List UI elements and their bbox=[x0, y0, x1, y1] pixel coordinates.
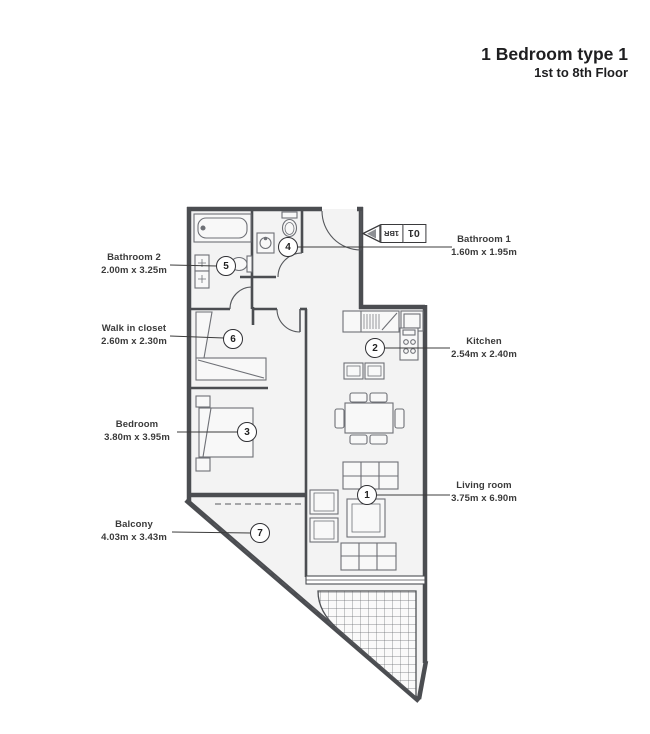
room-dimensions: 2.54m x 2.40m bbox=[451, 348, 517, 360]
kitchen-fixtures bbox=[342, 310, 424, 380]
marker-bedroom: 3 bbox=[237, 422, 257, 442]
label-kitchen: Kitchen 2.54m x 2.40m bbox=[438, 336, 530, 361]
label-living-room: Living room 3.75m x 6.90m bbox=[438, 480, 530, 505]
room-name: Kitchen bbox=[466, 336, 502, 347]
title-block: 1 Bedroom type 1 1st to 8th Floor bbox=[481, 44, 628, 81]
label-bathroom-1: Bathroom 1 1.60m x 1.95m bbox=[438, 234, 530, 259]
marker-bathroom-2: 5 bbox=[216, 256, 236, 276]
closet-wardrobes bbox=[195, 311, 267, 381]
room-dimensions: 2.60m x 2.30m bbox=[101, 335, 167, 347]
room-name: Living room bbox=[456, 480, 512, 491]
room-dimensions: 4.03m x 3.43m bbox=[101, 531, 167, 543]
room-name: Balcony bbox=[115, 519, 153, 530]
room-dimensions: 3.75m x 6.90m bbox=[451, 492, 517, 504]
label-bedroom: Bedroom 3.80m x 3.95m bbox=[91, 419, 183, 444]
living-room-window bbox=[305, 575, 426, 585]
entry-door-icon bbox=[361, 223, 381, 244]
page-title: 1 Bedroom type 1 bbox=[481, 44, 628, 64]
entry-unit-sign: 01 1BR bbox=[380, 224, 427, 243]
room-name: Bathroom 2 bbox=[107, 252, 161, 263]
room-dimensions: 2.00m x 3.25m bbox=[101, 264, 167, 276]
marker-kitchen: 2 bbox=[365, 338, 385, 358]
bathroom2-fixtures bbox=[193, 213, 253, 289]
label-balcony: Balcony 4.03m x 3.43m bbox=[88, 519, 180, 544]
marker-balcony: 7 bbox=[250, 523, 270, 543]
room-name: Bathroom 1 bbox=[457, 234, 511, 245]
balcony-tiles bbox=[317, 590, 417, 699]
marker-bathroom-1: 4 bbox=[278, 237, 298, 257]
marker-walk-in-closet: 6 bbox=[223, 329, 243, 349]
room-name: Bedroom bbox=[115, 419, 159, 430]
outer-walls bbox=[184, 206, 429, 703]
door-swings bbox=[229, 210, 362, 333]
room-dimensions: 3.80m x 3.95m bbox=[104, 431, 170, 443]
unit-type: 1BR bbox=[380, 224, 403, 243]
leader-lines bbox=[169, 246, 452, 534]
marker-living-room: 1 bbox=[357, 485, 377, 505]
room-name: Walk in closet bbox=[101, 323, 167, 334]
bathroom1-fixtures bbox=[256, 211, 298, 254]
living-room-furniture bbox=[309, 392, 405, 571]
label-walk-in-closet: Walk in closet 2.60m x 2.30m bbox=[88, 323, 180, 348]
interior-walls bbox=[189, 209, 308, 577]
label-bathroom-2: Bathroom 2 2.00m x 3.25m bbox=[88, 252, 180, 277]
room-dimensions: 1.60m x 1.95m bbox=[451, 246, 517, 258]
unit-number: 01 bbox=[401, 224, 427, 243]
page-subtitle: 1st to 8th Floor bbox=[534, 65, 628, 80]
